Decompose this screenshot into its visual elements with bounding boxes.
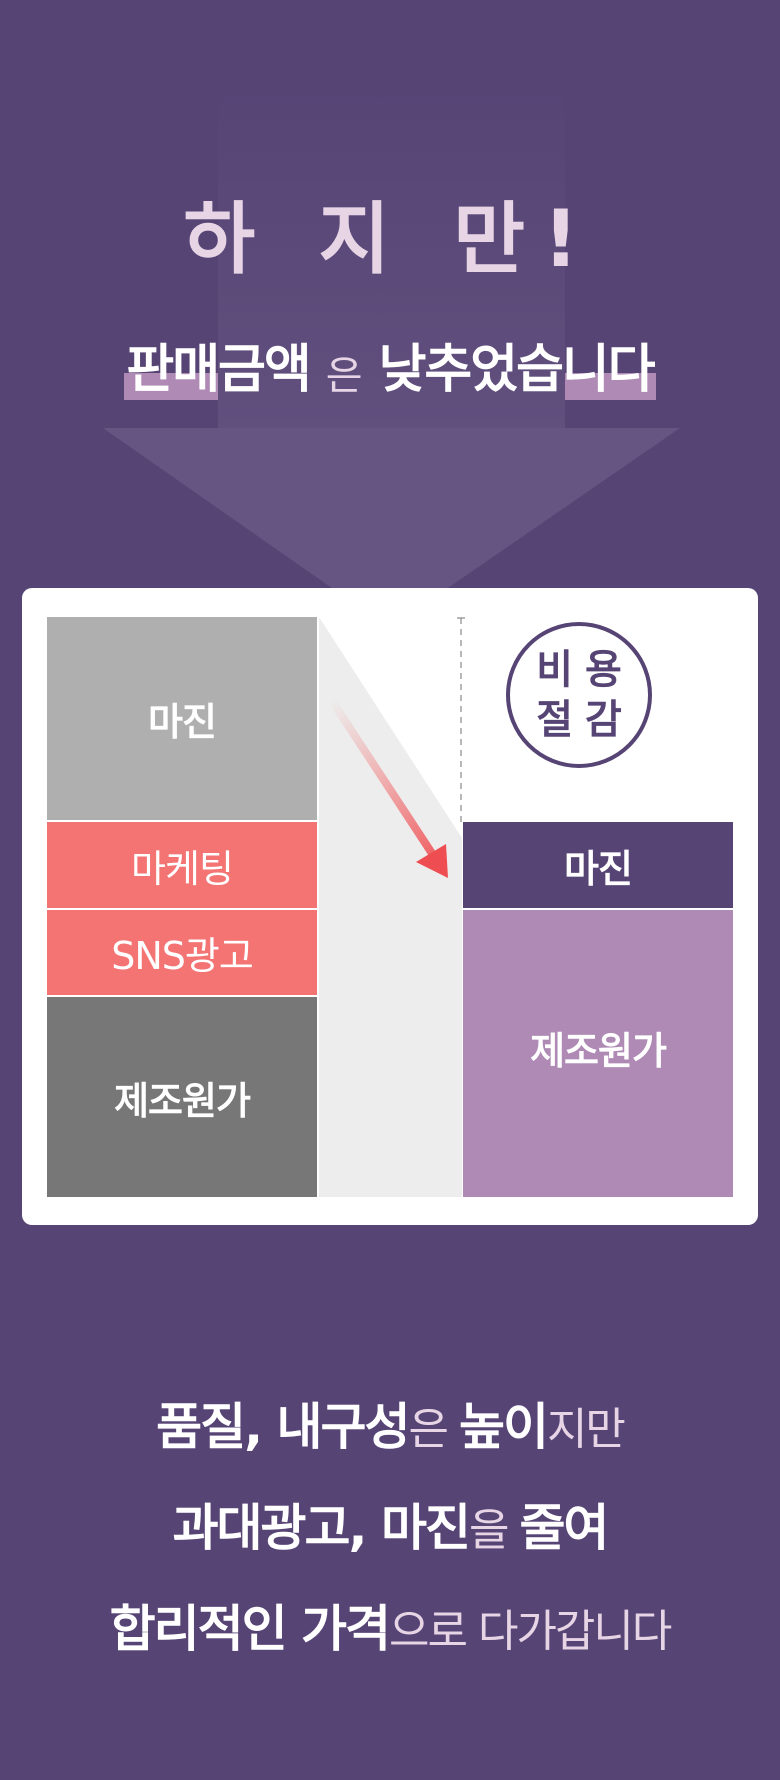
footer-text: 으로 다가갑니다	[389, 1606, 672, 1657]
block-label: 마진	[148, 700, 217, 744]
footer-text: 합리적인 가격	[109, 1600, 391, 1658]
subline: 판매금액 은 낮추었습니다	[0, 335, 780, 415]
footer-message: 품질, 내구성은 높이지만 과대광고, 마진을 줄여 합리적인 가격으로 다가갑…	[0, 1378, 780, 1681]
block-label: 마케팅	[131, 846, 234, 891]
block-label: 제조원가	[114, 1078, 251, 1123]
footer-text: 과대광고, 마진	[172, 1499, 471, 1557]
footer-line-3: 합리적인 가격으로 다가갑니다	[0, 1580, 780, 1681]
footer-text: 높이	[458, 1398, 549, 1456]
left-cost-block: 제조원가	[47, 997, 317, 1197]
left-sns-ad-block: SNS광고	[47, 910, 317, 995]
badge-line-1: 비용	[536, 647, 634, 693]
subline-particle: 은	[325, 353, 363, 399]
reduction-connector	[319, 617, 465, 1197]
footer-text: 품질, 내구성	[156, 1398, 410, 1456]
left-marketing-block: 마케팅	[47, 822, 317, 908]
block-label: 제조원가	[530, 1029, 667, 1073]
footer-line-2: 과대광고, 마진을 줄여	[0, 1479, 780, 1580]
headline: 하 지 만!	[183, 195, 597, 285]
footer-text: 은	[408, 1404, 459, 1455]
badge-line-2: 절감	[536, 697, 634, 743]
down-right-arrow-icon	[326, 695, 448, 878]
right-margin-block: 마진	[463, 822, 733, 908]
footer-text: 지만	[546, 1404, 626, 1455]
footer-line-1: 품질, 내구성은 높이지만	[0, 1378, 780, 1479]
background-down-arrow-icon	[103, 80, 680, 590]
block-label: 마진	[564, 846, 633, 891]
footer-text: 줄여	[519, 1499, 609, 1557]
cost-reduction-badge: 비용 절감	[506, 622, 652, 768]
right-cost-block: 제조원가	[463, 910, 733, 1197]
left-margin-block: 마진	[47, 617, 317, 820]
subline-highlight-1: 판매금액	[124, 335, 313, 405]
subline-highlight-2: 낮추었습니다	[376, 335, 656, 405]
block-label: SNS광고	[111, 934, 254, 978]
footer-text: 을	[468, 1505, 520, 1556]
